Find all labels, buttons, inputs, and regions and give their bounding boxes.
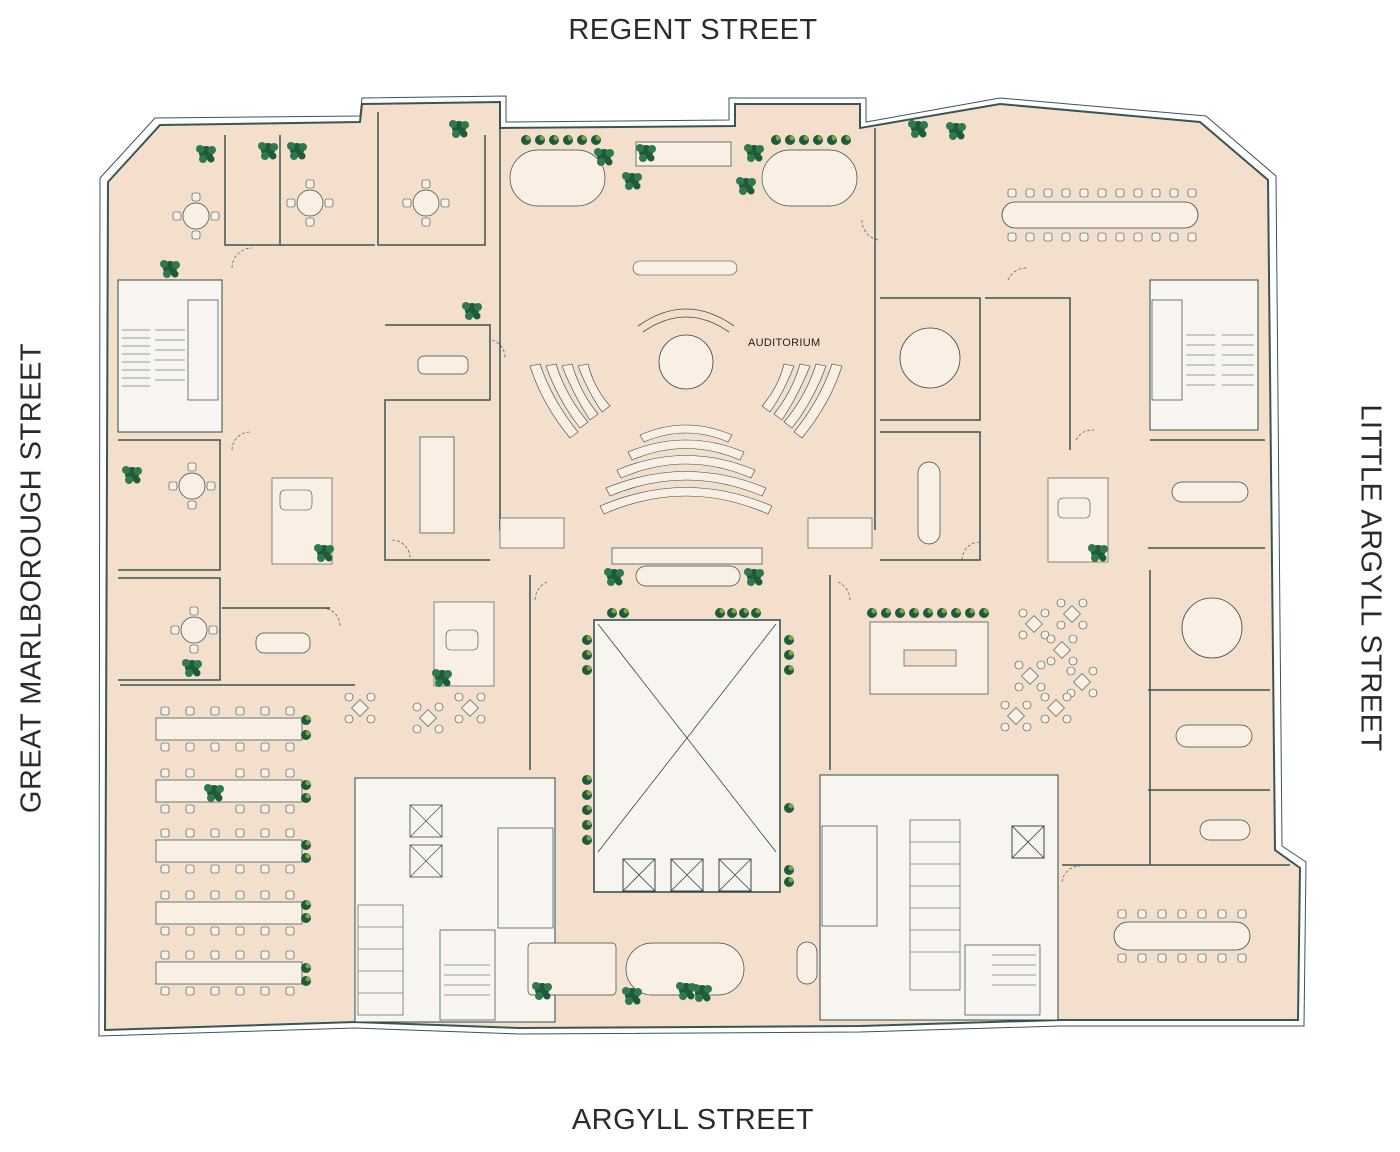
door-swings [231, 219, 1095, 883]
soft-seating [271, 477, 1109, 687]
atrium-void [593, 619, 781, 893]
street-label-north: REGENT STREET [568, 14, 818, 46]
auditorium-label: AUDITORIUM [748, 337, 820, 349]
west-stair-core [117, 279, 223, 433]
southwest-service-core [354, 777, 556, 1023]
street-label-south: ARGYLL STREET [571, 1104, 815, 1136]
east-stair-core [1149, 279, 1259, 431]
partitions [118, 112, 1290, 866]
bench-desks [155, 717, 303, 985]
south-lounges [527, 941, 818, 996]
meeting-tables [169, 180, 1253, 951]
auditorium: AUDITORIUM [529, 260, 843, 515]
southeast-service-core [819, 774, 1059, 1021]
